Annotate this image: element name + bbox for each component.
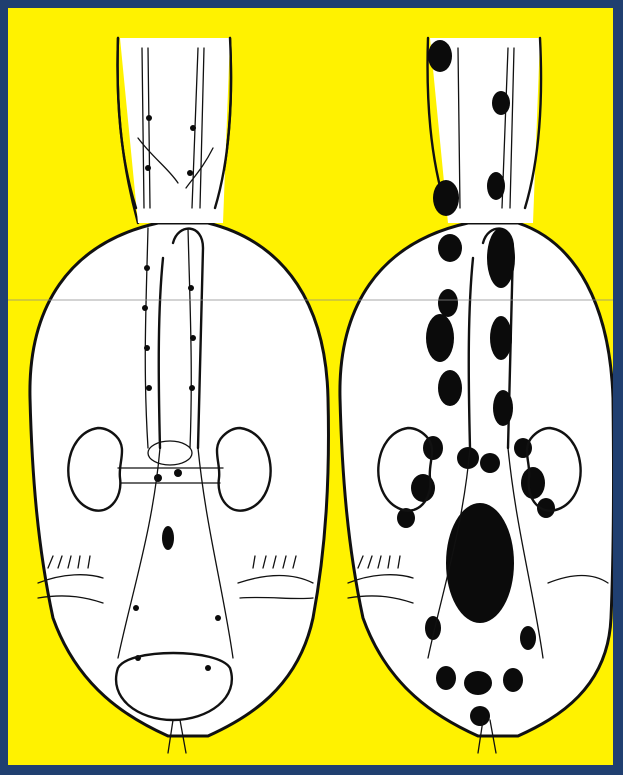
lymphatic-illustration	[8, 8, 613, 765]
figure-right-enlarged	[340, 38, 613, 753]
figure-panel	[8, 8, 613, 765]
figure-left-normal	[30, 38, 329, 753]
